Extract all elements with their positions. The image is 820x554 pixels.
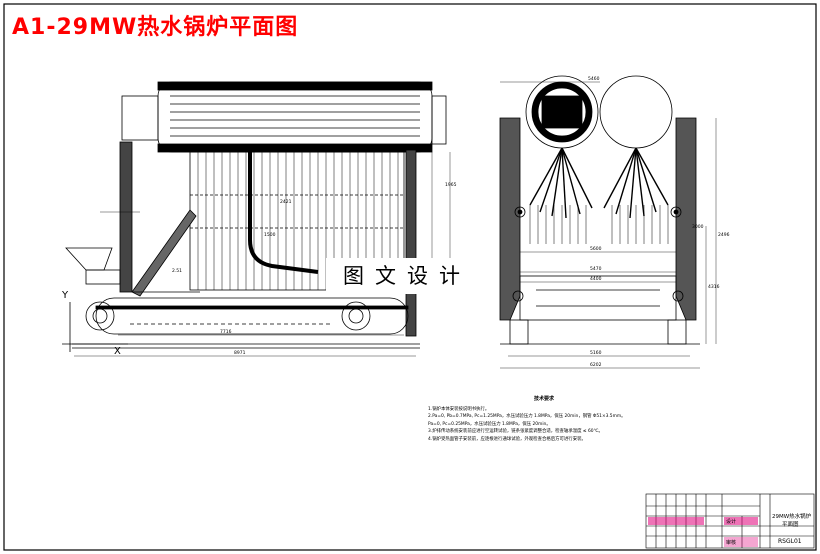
front-right-wall — [675, 117, 697, 321]
title-block-drawing-number: RSGL01 — [778, 538, 802, 545]
side-dim-1: 7716 — [220, 329, 232, 335]
axis-labels: Y X — [61, 290, 121, 357]
front-view — [499, 75, 717, 369]
sheet-border — [3, 3, 817, 551]
coal-hopper — [65, 247, 113, 271]
side-view — [62, 81, 451, 357]
notes-line-4: 3.炉排传动系统安装前应进行空运转试验，链条张紧度调整合适，检查轴承温度 ≤ 6… — [428, 429, 603, 435]
technical-notes: 技术要求 1.锅炉本体安装按说明书执行。 2.Pa=0, Pb=0.7MPa, … — [428, 396, 660, 444]
drawing-title: A1-29MW热水锅炉平面图 — [12, 15, 299, 40]
side-downcomer — [248, 152, 319, 274]
notes-line-5: 4.锅炉受热面管子安装前，应逐根进行通球试验，外观检查合格后方可进行安装。 — [428, 436, 586, 442]
side-dim-2: 2421 — [280, 199, 292, 205]
side-dim-text: 7716 2421 1500 8971 1965 2.51 — [172, 182, 457, 356]
side-dim-5: 1965 — [445, 182, 457, 188]
front-right-drum — [599, 75, 673, 149]
side-front-wall — [405, 149, 417, 337]
front-tube-rows — [529, 205, 669, 244]
title-block-name-2: 平面图 — [782, 522, 799, 528]
y-axis-label: Y — [61, 290, 69, 301]
side-rear-wall — [119, 141, 133, 293]
front-left-wall — [499, 117, 521, 321]
front-dim-2: 5600 — [590, 246, 602, 252]
title-block-name-1: 29MW热水锅炉 — [772, 514, 812, 520]
front-dim-3: 5470 — [590, 266, 602, 272]
title-block — [645, 493, 815, 549]
notes-title: 技术要求 — [533, 396, 554, 402]
side-dim-3: 1500 — [264, 232, 276, 238]
side-drum — [157, 81, 433, 153]
front-radiating-tubes — [529, 147, 669, 219]
front-dim-1: 5460 — [588, 76, 600, 82]
title-block-cell-b: 审核 — [726, 540, 737, 546]
notes-line-1: 1.锅炉本体安装按说明书执行。 — [428, 406, 490, 412]
front-dim-text: 5460 5600 5470 4400 5160 6202 2496 4316 … — [588, 76, 730, 368]
front-dim-5: 5160 — [590, 350, 602, 356]
notes-line-2: 2.Pa=0, Pb=0.7MPa, Pc=1.25MPa，水压试验压力 1.8… — [428, 414, 626, 420]
x-axis-label: X — [114, 346, 121, 357]
side-dim-4: 8971 — [234, 350, 246, 356]
front-grate-frame — [519, 275, 677, 321]
notes-line-3: Pa=0, Pc=0.25MPa，水压试验压力 1.8MPa，保压 20min。 — [428, 421, 551, 427]
front-dim-7: 2496 — [718, 232, 730, 238]
watermark-label: 图文设计 — [326, 258, 488, 294]
side-dim-6: 2.51 — [172, 268, 182, 274]
chain-grate — [95, 297, 409, 335]
title-block-cell-a: 设计 — [726, 519, 737, 525]
front-dim-8: 4316 — [708, 284, 720, 290]
front-dim-4: 4400 — [590, 276, 602, 282]
front-dim-6: 6202 — [590, 362, 602, 368]
side-tubes — [197, 152, 399, 290]
front-dim-9: 3000 — [692, 224, 704, 230]
